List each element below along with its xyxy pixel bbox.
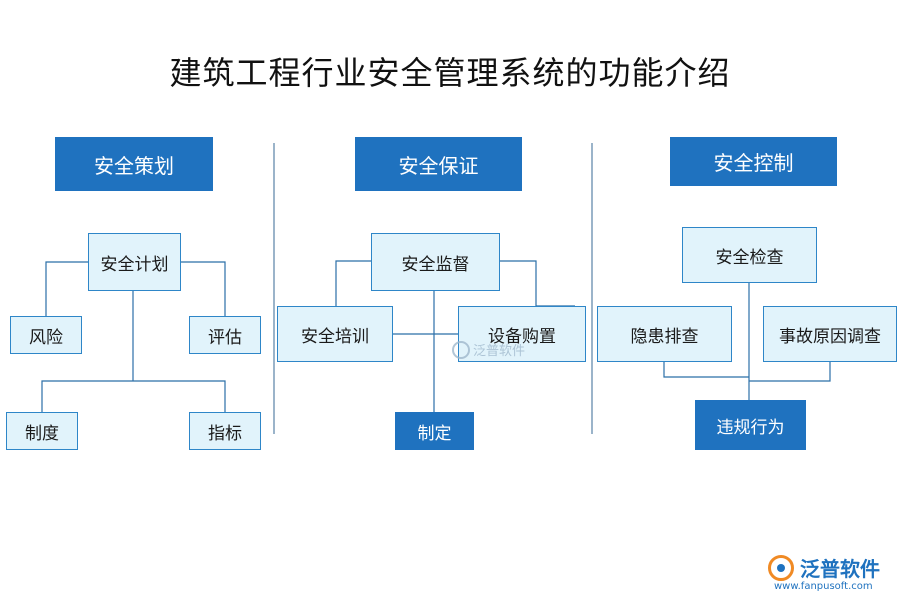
- assurance-header: 安全保证: [355, 137, 522, 191]
- watermark: 泛普软件: [452, 340, 525, 359]
- connector-plan-eval: [180, 261, 226, 316]
- brand-url: www.fanpusoft.com: [774, 581, 873, 592]
- planning-system-node: 制度: [6, 412, 78, 450]
- connector-assure-training: [335, 260, 371, 306]
- control-accident-node: 事故原因调查: [763, 306, 897, 362]
- watermark-text: 泛普软件: [473, 344, 526, 359]
- watermark-logo-icon: [452, 340, 470, 359]
- control-header: 安全控制: [670, 137, 837, 186]
- assurance-training-node: 安全培训: [277, 306, 393, 362]
- planning-evaluation-node: 评估: [189, 316, 261, 354]
- control-inspection-node: 安全检查: [682, 227, 817, 283]
- control-violation-node: 违规行为: [695, 400, 806, 450]
- brand-logo: 泛普软件: [768, 553, 880, 582]
- planning-safety-plan-node: 安全计划: [88, 233, 181, 291]
- connector-assure-purchase: [499, 260, 537, 306]
- page-title: 建筑工程行业安全管理系统的功能介绍: [169, 54, 731, 92]
- planning-header: 安全策划: [55, 137, 213, 191]
- connector-control-left: [663, 362, 749, 378]
- assurance-formulate-node: 制定: [395, 412, 474, 450]
- brand-logo-icon: [768, 554, 794, 581]
- connector-plan-risk: [45, 261, 88, 316]
- connector-control-right: [749, 362, 831, 382]
- control-hazard-node: 隐患排查: [597, 306, 732, 362]
- assurance-equipment-node: 设备购置: [458, 306, 586, 362]
- brand-name: 泛普软件: [800, 557, 880, 581]
- planning-risk-node: 风险: [10, 316, 82, 354]
- connector-plan-bottom: [41, 380, 226, 412]
- planning-indicator-node: 指标: [189, 412, 261, 450]
- assurance-supervision-node: 安全监督: [371, 233, 500, 291]
